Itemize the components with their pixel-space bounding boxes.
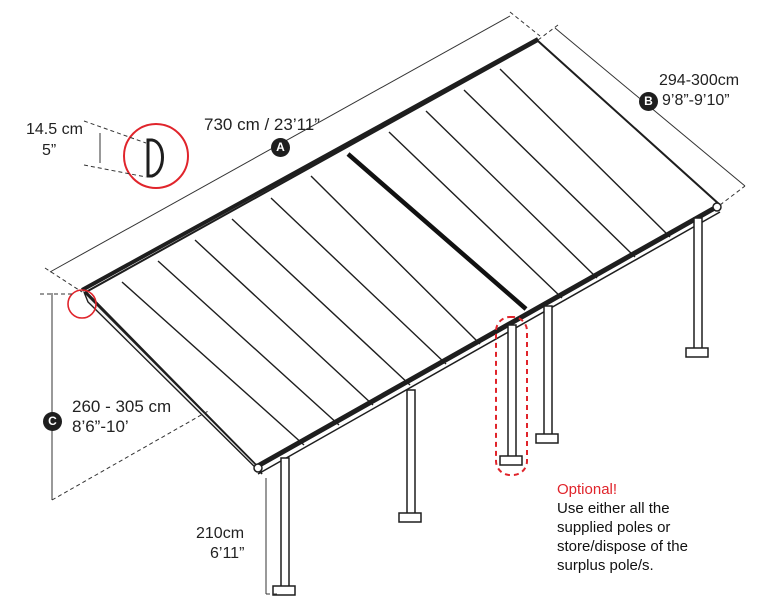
dimension-b-badge: B [639,92,658,111]
dimension-c-badge: C [43,412,62,431]
post [406,389,416,518]
post-height-ft-label: 6’11” [210,545,245,562]
optional-post-highlight [495,316,528,476]
gutter-detail-circle [123,123,189,189]
beam-end-cap [253,463,263,473]
gutter-profile-detail [146,138,164,178]
roof-panel-area [84,39,722,469]
gutter-cm-label: 14.5 cm [26,121,83,138]
post [280,457,290,591]
wall-bar [81,37,539,292]
post [693,217,703,353]
post-base [535,433,559,444]
optional-pole-note: Optional! Use either all the supplied po… [557,480,688,575]
corner-detail-circle [67,289,97,319]
dimension-c-ft-label: 8’6”-10’ [72,417,129,436]
front-beam-lower [257,211,721,475]
post-height-cm-label: 210cm [196,525,245,542]
roof-panel-dividers [121,68,671,446]
beam-end-cap [712,202,722,212]
front-gutter-beam [83,291,263,475]
post-base [398,512,422,523]
post-base [499,455,523,466]
front-beam [254,202,722,470]
note-line: supplied poles or [557,519,671,536]
post-base [685,347,709,358]
note-line: store/dispose of the [557,538,688,555]
dimension-c-cm-label: 260 - 305 cm [72,397,172,416]
note-line: surplus pole/s. [557,557,654,574]
dimension-b-cm-label: 294-300cm [659,72,740,89]
post [543,305,553,439]
dimension-a-label: 730 cm / 23’11” [204,115,320,134]
dimension-a-badge: A [271,138,290,157]
post [507,324,517,461]
note-heading: Optional! [557,481,618,498]
gutter-in-label: 5” [42,142,57,159]
note-line: Use either all the [557,500,670,517]
post-base [272,585,296,596]
dimension-b-ft-label: 9’8”-9’10” [662,92,730,109]
posts [272,217,709,596]
center-connector-beam [346,152,528,311]
